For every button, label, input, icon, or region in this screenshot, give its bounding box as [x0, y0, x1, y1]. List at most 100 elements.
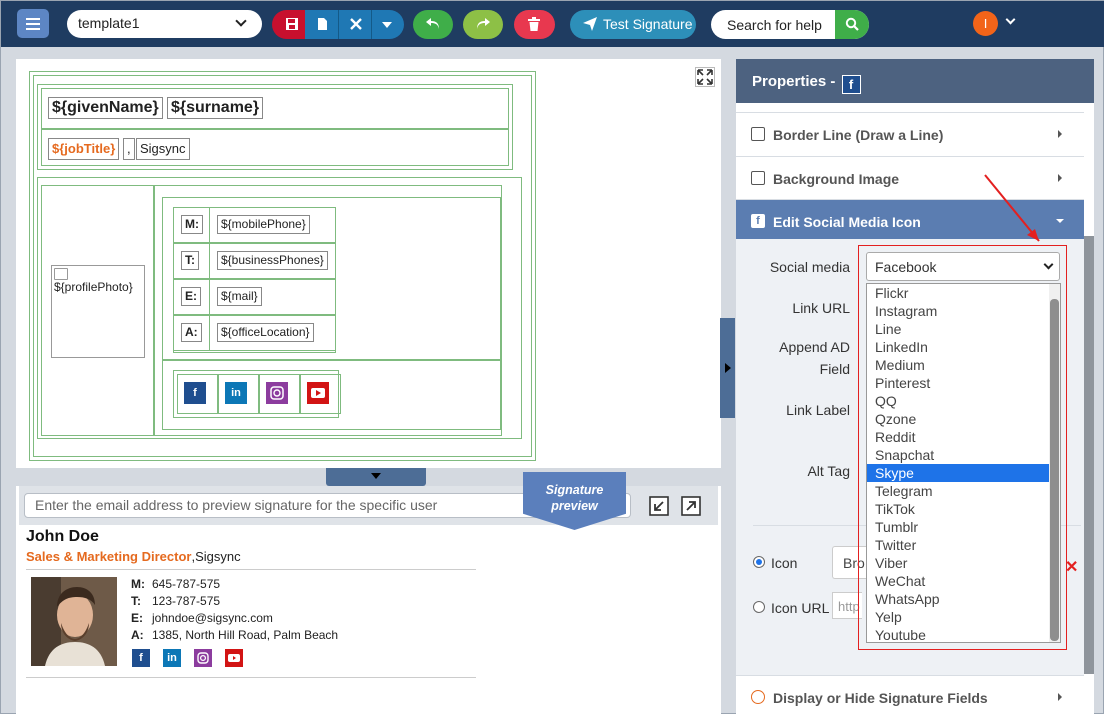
- preview-youtube-icon[interactable]: [225, 649, 243, 667]
- contact-label[interactable]: T:: [181, 251, 199, 270]
- collapse-properties-handle[interactable]: [720, 318, 735, 418]
- more-dropdown-button[interactable]: [371, 10, 404, 39]
- icon-url-radio[interactable]: [753, 601, 765, 613]
- name-row: [41, 88, 509, 129]
- profile-photo-placeholder[interactable]: ${profilePhoto}: [51, 265, 145, 358]
- section-background-image[interactable]: Background Image: [736, 156, 1084, 199]
- caret-right-icon: [1058, 693, 1062, 701]
- dropdown-option[interactable]: Reddit: [875, 429, 916, 445]
- dropdown-option[interactable]: Youtube: [875, 627, 926, 643]
- contact-row: [173, 243, 336, 279]
- properties-scrollbar[interactable]: [1084, 236, 1094, 674]
- contact-table-wrap: [162, 197, 501, 360]
- copy-icon: [318, 18, 327, 30]
- dropdown-option[interactable]: LinkedIn: [875, 339, 928, 355]
- preview-facebook-icon[interactable]: f: [132, 649, 150, 667]
- collapse-preview-handle[interactable]: [326, 468, 426, 486]
- contact-placeholder[interactable]: ${mail}: [217, 287, 262, 306]
- dropdown-option[interactable]: Line: [875, 321, 902, 337]
- caret-right-icon: [1058, 130, 1062, 138]
- person-photo-icon: [31, 577, 117, 666]
- contact-label[interactable]: A:: [181, 323, 202, 342]
- dropdown-option[interactable]: Snapchat: [875, 447, 935, 463]
- dropdown-option[interactable]: QQ: [875, 393, 897, 409]
- social-cell: [218, 374, 259, 414]
- social-cell: [300, 374, 341, 414]
- dropdown-option[interactable]: Instagram: [875, 303, 938, 319]
- remove-icon[interactable]: ✕: [1065, 559, 1079, 576]
- given-name-placeholder[interactable]: ${givenName}: [48, 97, 163, 119]
- dropdown-option[interactable]: TikTok: [875, 501, 915, 517]
- section-border-line[interactable]: Border Line (Draw a Line): [736, 112, 1084, 155]
- icon-url-input[interactable]: http: [832, 592, 862, 619]
- social-media-select[interactable]: Facebook: [866, 252, 1060, 281]
- broken-image-icon: [54, 268, 68, 280]
- social-cell: [259, 374, 300, 414]
- undo-button[interactable]: [413, 10, 453, 39]
- comma-text[interactable]: ,: [123, 138, 135, 160]
- dropdown-scrollbar-thumb[interactable]: [1050, 299, 1059, 641]
- icon-radio[interactable]: [753, 556, 765, 568]
- dropdown-option[interactable]: Pinterest: [875, 375, 931, 391]
- linkedin-icon[interactable]: in: [225, 382, 247, 404]
- callout-highlight-box: [858, 245, 1067, 650]
- preview-job-title: Sales & Marketing Director: [26, 549, 192, 564]
- close-template-button[interactable]: [338, 10, 371, 39]
- dropdown-option[interactable]: Flickr: [875, 285, 909, 301]
- contact-placeholder[interactable]: ${businessPhones}: [217, 251, 328, 270]
- dropdown-option[interactable]: Medium: [875, 357, 925, 373]
- copy-to-editor-icon[interactable]: [649, 496, 669, 516]
- preview-instagram-icon[interactable]: [194, 649, 212, 667]
- dropdown-option[interactable]: Twitter: [875, 537, 917, 553]
- hamburger-menu-button[interactable]: [17, 9, 49, 38]
- company-text[interactable]: Sigsync: [136, 138, 190, 160]
- job-title-placeholder[interactable]: ${jobTitle}: [48, 138, 120, 160]
- dropdown-option[interactable]: Viber: [875, 555, 908, 571]
- dropdown-option[interactable]: Qzone: [875, 411, 917, 427]
- trash-icon: [528, 17, 540, 31]
- preview-contact-value: 1385, North Hill Road, Palm Beach: [152, 628, 339, 642]
- save-button[interactable]: [272, 10, 305, 39]
- user-avatar[interactable]: I: [973, 11, 998, 36]
- preview-company: ,Sigsync: [191, 549, 241, 564]
- section-background-image-label: Background Image: [773, 171, 900, 187]
- preview-photo: [31, 577, 117, 666]
- dropdown-option[interactable]: Telegram: [875, 483, 933, 499]
- border-line-icon: [751, 127, 765, 141]
- youtube-icon[interactable]: [307, 382, 329, 404]
- contact-label[interactable]: M:: [181, 215, 203, 234]
- fullscreen-button[interactable]: [695, 67, 715, 87]
- template-select[interactable]: template1: [67, 10, 262, 38]
- delete-button[interactable]: [514, 10, 555, 39]
- details-section: [37, 177, 522, 439]
- preview-linkedin-icon[interactable]: in: [163, 649, 181, 667]
- contact-row-divider: [209, 207, 210, 243]
- section-border-line-label: Border Line (Draw a Line): [773, 127, 944, 143]
- caret-down-icon: [382, 22, 392, 28]
- instagram-icon[interactable]: [266, 382, 288, 404]
- close-icon: [350, 18, 362, 30]
- facebook-icon[interactable]: f: [184, 382, 206, 404]
- search-help-box[interactable]: Search for help: [711, 10, 869, 39]
- contact-placeholder[interactable]: ${officeLocation}: [217, 323, 314, 342]
- dropdown-option[interactable]: WhatsApp: [875, 591, 940, 607]
- append-ad-label-1: Append AD: [779, 339, 850, 355]
- section-edit-social-media-icon[interactable]: f Edit Social Media Icon: [736, 199, 1084, 242]
- surname-placeholder[interactable]: ${surname}: [167, 97, 264, 119]
- preview-contact-value: 123-787-575: [152, 594, 221, 608]
- browse-button[interactable]: Bro: [832, 546, 872, 579]
- contact-placeholder[interactable]: ${mobilePhone}: [217, 215, 310, 234]
- open-external-icon[interactable]: [681, 496, 701, 516]
- contact-label[interactable]: E:: [181, 287, 201, 306]
- user-menu-chevron-icon[interactable]: [1005, 14, 1016, 25]
- test-signature-button[interactable]: Test Signature: [570, 10, 696, 39]
- dropdown-option[interactable]: Yelp: [875, 609, 902, 625]
- section-display-hide-fields[interactable]: Display or Hide Signature Fields: [736, 675, 1084, 714]
- icon-url-radio-label: Icon URL: [771, 600, 830, 616]
- redo-button[interactable]: [463, 10, 503, 39]
- copy-button[interactable]: [305, 10, 338, 39]
- dropdown-option[interactable]: WeChat: [875, 573, 926, 589]
- search-button[interactable]: [835, 10, 869, 39]
- dropdown-option[interactable]: Tumblr: [875, 519, 919, 535]
- dropdown-option[interactable]: Skype: [867, 464, 1051, 482]
